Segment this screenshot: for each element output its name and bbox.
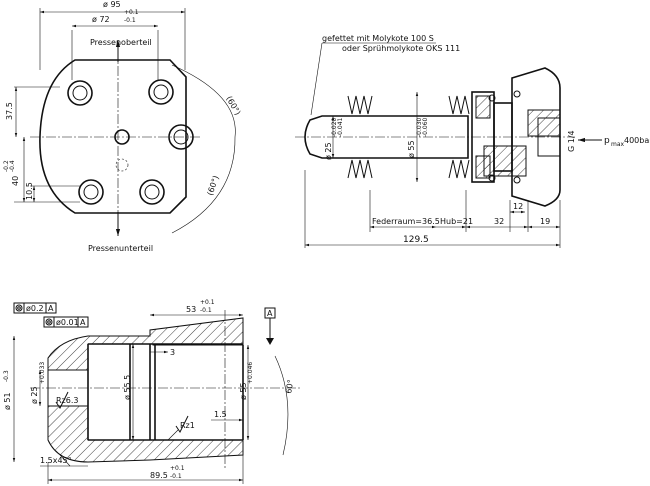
bolt-holes — [67, 79, 194, 205]
pressure-value: 400bar — [624, 136, 650, 145]
dim-rod-25-tol-plus: -0.020 — [331, 117, 338, 137]
thread-g14: G 1/4 — [567, 130, 576, 152]
dim-89-5-tol-minus: -0.1 — [170, 473, 182, 480]
roughness-rz6-3: Rz6.3 — [56, 396, 78, 405]
datum-a: A — [267, 309, 273, 318]
dim-bolt-circle-tol-minus: -0.1 — [124, 17, 136, 24]
dim-129-5: 129.5 — [403, 235, 429, 245]
label-press-bottom: Pressenunterteil — [88, 244, 153, 253]
dim-53-tol-minus: -0.1 — [200, 307, 212, 314]
dim-55-tol: +0.046 — [247, 362, 254, 384]
dim-53-tol-plus: +0.1 — [200, 299, 215, 306]
dim-89-5-tol-plus: +0.1 — [170, 465, 185, 472]
dim-bolt-circle-tol-plus: +0.1 — [124, 9, 139, 16]
dim-51-tol: -0.3 — [3, 370, 10, 382]
pressure-sub: max — [611, 141, 625, 148]
tol2-value: ø0.01 — [56, 318, 79, 327]
dim-55-5: ø 55.5 — [123, 375, 132, 400]
dim-1-5: 1.5 — [214, 410, 227, 419]
dim-10-5: 10.5 — [25, 182, 34, 200]
angle-top-60: (60°) — [224, 95, 242, 117]
tolerance-frame-2: ø0.01 A — [43, 316, 89, 328]
cylinder-side-view: gefettet mit Molykote 100 S oder Sprühmo… — [295, 34, 650, 248]
dim-53: 53 — [186, 305, 196, 314]
tolerance-frame-1: ø0.2 A — [13, 302, 57, 314]
dim-rod-25: ø 25 — [324, 142, 333, 160]
tol2-ref: A — [80, 318, 86, 327]
dim-40: 40 — [11, 176, 20, 186]
bore-section-view: ø0.2 A ø0.01 A A 53 +0.1 — [3, 299, 300, 484]
chamfer-1-5x45: 1.5x45° — [40, 456, 72, 465]
dim-51: ø 51 — [3, 392, 12, 410]
dim-piston-55-tol-plus: -0.030 — [416, 117, 423, 137]
angle-60: 60° — [284, 379, 295, 395]
spring-right — [448, 95, 470, 179]
tol1-value: ø0.2 — [26, 304, 44, 313]
pressure-p: p — [604, 136, 610, 146]
dim-piston-55-tol-minus: -0.060 — [422, 117, 429, 137]
dim-width-95: ø 95 — [103, 0, 121, 9]
dim-25-tol: +0.033 — [39, 362, 46, 384]
note-line-2: oder Sprühmolykote OKS 111 — [342, 44, 460, 53]
dim-stroke: Hub=21 — [440, 217, 473, 226]
dim-bolt-circle-72: ø 72 — [92, 15, 110, 24]
dim-rod-25-tol-minus: -0.041 — [337, 117, 344, 137]
dim-12: 12 — [513, 202, 523, 211]
tol1-ref: A — [48, 304, 54, 313]
flange-front-view: ø 95 ø 72 +0.1 -0.1 Pressenoberteil (60°… — [3, 0, 242, 253]
dim-3: 3 — [170, 348, 175, 357]
dim-55: ø 55 — [239, 382, 248, 400]
dim-piston-55: ø 55 — [407, 140, 416, 158]
dim-40-tol-plus: -0.2 — [3, 160, 10, 172]
angle-bottom-60: (60°) — [205, 174, 220, 196]
dim-32: 32 — [494, 217, 504, 226]
dim-40-tol-minus: -0.4 — [9, 160, 16, 172]
label-press-top: Pressenoberteil — [90, 38, 152, 47]
dim-spring-space: Federraum=36.5 — [372, 217, 440, 226]
dim-37-5: 37.5 — [5, 102, 14, 120]
dim-89-5: 89.5 — [150, 471, 168, 480]
dim-19: 19 — [540, 217, 550, 226]
spring-left — [347, 95, 373, 179]
roughness-rz1: Rz1 — [180, 421, 195, 430]
dim-25: ø 25 — [30, 386, 39, 404]
note-line-1: gefettet mit Molykote 100 S — [322, 34, 434, 43]
